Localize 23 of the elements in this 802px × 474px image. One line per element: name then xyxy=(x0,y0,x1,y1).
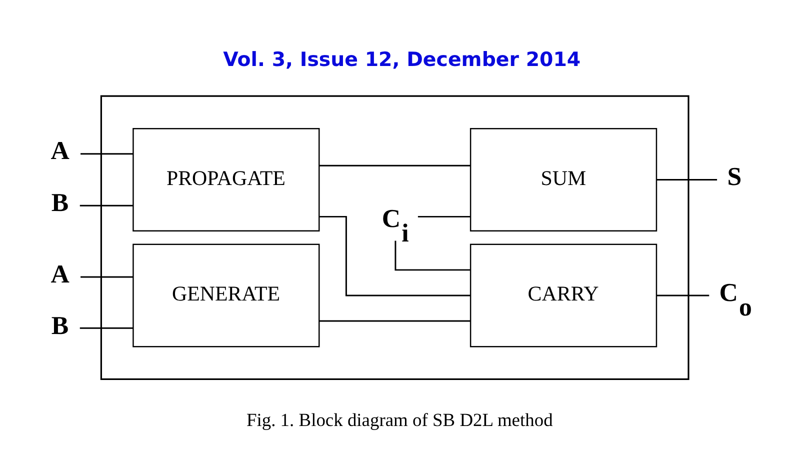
node-text: S xyxy=(727,162,742,192)
connector xyxy=(656,179,718,180)
connector xyxy=(80,204,134,206)
connector xyxy=(80,276,134,278)
caption: Fig. 1. Block diagram of SB D2L method xyxy=(246,410,553,430)
connector xyxy=(320,216,470,296)
connector xyxy=(394,240,470,271)
node-text: A xyxy=(50,259,70,288)
connector xyxy=(319,320,470,322)
connector xyxy=(319,164,470,166)
node-box: PROPAGATE xyxy=(132,128,320,232)
connector xyxy=(656,294,710,296)
node-text: A xyxy=(50,136,70,166)
node-text: B xyxy=(51,311,69,340)
node-box: CARRY xyxy=(470,244,658,348)
diagram-title: Vol. 3, Issue 12, December 2014 xyxy=(223,48,581,72)
node-text: B xyxy=(51,188,69,217)
node-box: GENERATE xyxy=(132,244,320,348)
connector xyxy=(80,327,134,329)
cluster xyxy=(100,95,690,380)
node-box: SUM xyxy=(470,128,658,232)
connector xyxy=(80,153,134,155)
connector xyxy=(418,216,470,218)
